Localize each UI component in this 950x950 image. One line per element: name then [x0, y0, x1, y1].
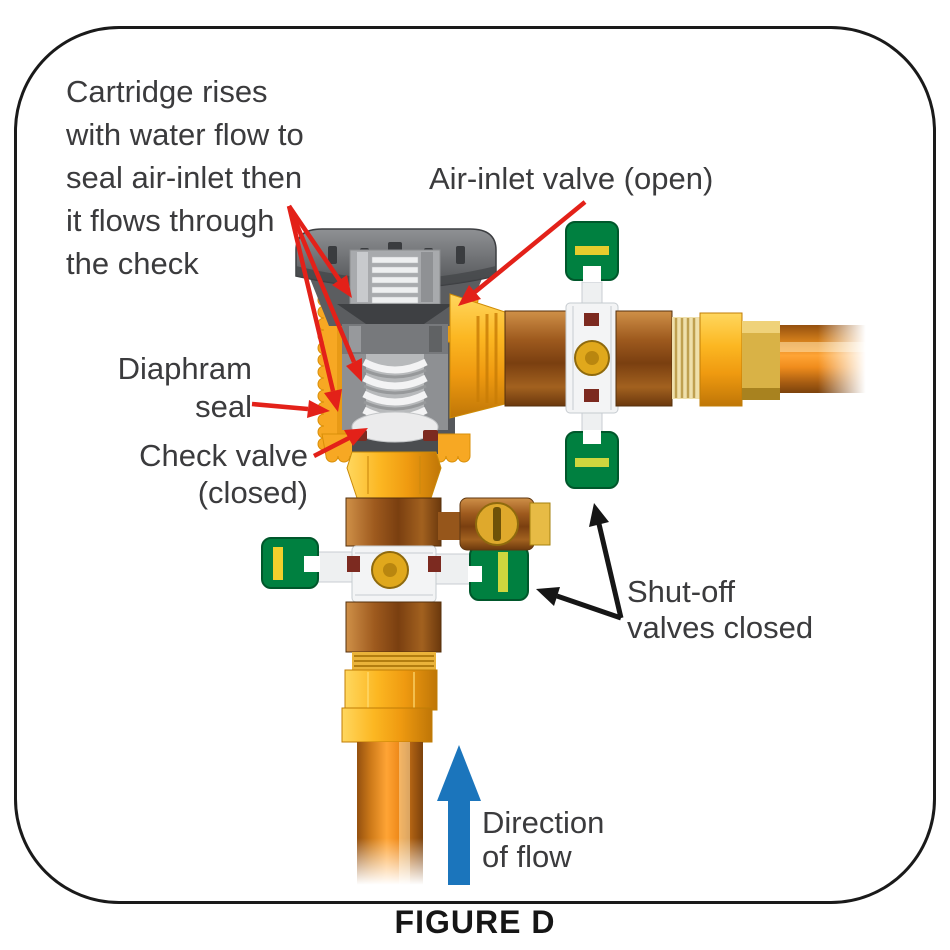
cartridge-arrow-line: [286, 205, 336, 392]
valve-hex-nut: [615, 310, 673, 407]
valve-tailpiece: [346, 451, 442, 499]
handle-label-stripe: [498, 552, 508, 592]
cartridge-arrow-head: [324, 389, 342, 412]
label-line: Shut-off: [627, 574, 736, 609]
label-line: valves closed: [627, 610, 814, 645]
red-annotation-arrows: [251, 200, 587, 459]
outlet-shutoff-valve: [449, 221, 874, 489]
check-valve-arrow-head: [344, 428, 368, 446]
nut-collar: [742, 321, 780, 400]
label-line: Direction: [482, 805, 605, 840]
flow-arrow-icon: [437, 745, 481, 885]
label-line: Cartridge rises: [66, 74, 268, 109]
shutoff-arrow-line: [556, 593, 622, 621]
cartridge-arrow-head: [346, 358, 362, 382]
test-cock-fitting: [438, 497, 551, 551]
pipe-fade: [352, 838, 428, 890]
handle-notch: [583, 430, 601, 444]
flow-arrow-head: [437, 745, 481, 801]
label-line: seal air-inlet then: [66, 160, 303, 195]
cartridge-arrow-head: [332, 275, 352, 298]
air-inlet-arrow-line: [473, 200, 587, 294]
body-left-shade: [337, 258, 346, 450]
label-line: of flow: [482, 839, 572, 874]
valve-hex-nut: [504, 310, 568, 407]
diaphram-seal-arrow-head: [307, 400, 330, 418]
diaphragm-seal-right: [423, 430, 438, 441]
valve-hex-nut: [345, 601, 442, 653]
collar-shadow: [742, 388, 780, 400]
stem-neck-right: [435, 553, 471, 585]
stop-pin: [347, 556, 360, 572]
label-line: Air-inlet valve (open): [429, 161, 714, 196]
handle-label-stripe: [273, 547, 283, 580]
air-inlet-valve-label: Air-inlet valve (open): [429, 161, 713, 197]
anti-siphon-valve-cutaway: [295, 228, 497, 499]
stop-pin: [428, 556, 441, 572]
label-line: Diaphram: [117, 351, 252, 386]
compression-nut: [699, 312, 743, 407]
air-inlet-seat-funnel: [337, 304, 453, 324]
handle-label-stripe: [575, 458, 609, 467]
air-inlet-arrow-head: [458, 285, 481, 306]
handle-notch: [304, 556, 320, 572]
diaphram-seal-arrow-line: [251, 401, 309, 412]
handle-notch: [583, 266, 601, 282]
flow-arrow-shaft: [448, 799, 470, 885]
inlet-shutoff-valve: [261, 497, 529, 890]
cartridge-arrow-line: [286, 205, 357, 363]
cartridge-note-label: Cartridge rises with water flow to seal …: [66, 70, 304, 285]
figure-caption: FIGURE D: [394, 904, 556, 940]
compression-nut: [344, 669, 438, 711]
thread-lines: [354, 655, 434, 667]
cartridge-shadow: [421, 252, 433, 302]
nut-collar: [341, 707, 433, 743]
stop-pin: [584, 389, 599, 402]
shutoff-arrow-head: [536, 587, 560, 606]
check-valve-poppet: [351, 411, 439, 443]
pipe-fade: [818, 320, 874, 398]
mid-highlight: [349, 326, 361, 352]
label-line: it flows through: [66, 203, 275, 238]
direction-of-flow-label: Direction of flow: [482, 806, 604, 874]
upper-spring: [371, 256, 419, 304]
label-line: Check valve: [139, 438, 308, 473]
diaphram-seal-label: Diaphram seal: [80, 350, 252, 426]
shutoff-arrow-head: [589, 503, 609, 527]
check-valve-arrow-line: [312, 435, 351, 459]
pipe-highlight: [399, 742, 410, 884]
diagram-frame: [14, 26, 936, 904]
fitting-end-cap: [529, 502, 551, 546]
valve-stem-center: [383, 563, 397, 577]
thread-lines: [674, 318, 696, 398]
label-line: the check: [66, 246, 199, 281]
stop-pin: [584, 313, 599, 326]
screw-slot: [493, 507, 501, 541]
cartridge-arrow-line: [287, 204, 342, 283]
valve-stem-center: [585, 351, 599, 365]
label-line: seal: [195, 389, 252, 424]
check-valve-label: Check valve (closed): [94, 437, 308, 511]
label-line: with water flow to: [66, 117, 304, 152]
float-cartridge: [337, 249, 453, 443]
cartridge-highlight: [357, 252, 368, 302]
collar-highlight: [742, 321, 780, 333]
black-annotation-arrows: [536, 503, 624, 621]
handle-notch: [468, 566, 482, 582]
mid-shadow: [429, 326, 442, 352]
shutoff-arrow-line: [596, 523, 624, 619]
outlet-threads: [476, 313, 498, 404]
valve-hex-nut: [345, 497, 442, 547]
shut-off-valves-label: Shut-off valves closed: [627, 574, 813, 646]
label-line: (closed): [197, 475, 308, 510]
handle-label-stripe: [575, 246, 609, 255]
